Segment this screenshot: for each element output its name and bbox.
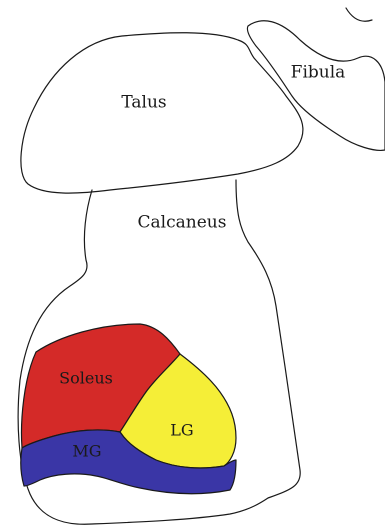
soleus-label: Soleus: [59, 369, 113, 388]
mg-label: MG: [72, 442, 101, 461]
talus-label: Talus: [121, 93, 166, 113]
fibula-label: Fibula: [291, 63, 346, 83]
fibula-outline: [247, 21, 385, 151]
lg-label: LG: [170, 421, 193, 440]
talus-outline: [21, 33, 303, 193]
fibula-edge-line: [346, 8, 372, 21]
calcaneus-label: Calcaneus: [138, 213, 227, 233]
